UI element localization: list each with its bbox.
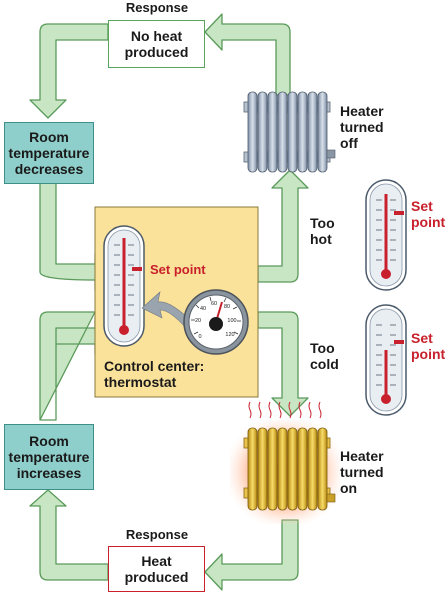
room-temp-decreases-box: Room temperature decreases: [4, 122, 94, 184]
too-cold-line-1: Too: [310, 340, 335, 356]
no-heat-produced-box: No heat produced: [108, 20, 205, 68]
too-hot-label: Too hot: [310, 215, 335, 247]
too-hot-line-1: Too: [310, 215, 335, 231]
no-heat-produced-text: No heat produced: [124, 28, 189, 60]
dial-tick-80: 80: [224, 304, 230, 310]
heater-off-line-1: Heater: [340, 103, 384, 119]
set-point-marker-hot: [394, 211, 404, 215]
dial-tick-0: 0: [198, 334, 201, 340]
control-center-label: Control center: thermostat: [104, 358, 204, 390]
too-cold-label: Too cold: [310, 340, 339, 372]
set-point-right-1-line-1: Set: [411, 198, 433, 214]
arrow-heater-off-to-no-heat: [204, 13, 291, 96]
set-point-right-2-line-1: Set: [411, 330, 433, 346]
thermometer-too-cold: [365, 304, 407, 416]
arrow-heater-on-to-heat: [204, 519, 299, 591]
heater-on-radiator: [230, 401, 340, 524]
dial-tick-60: 60: [211, 301, 217, 307]
response-bottom-label: Response: [125, 527, 189, 542]
set-point-center-label: Set point: [150, 262, 206, 277]
heater-on-label: Heater turned on: [340, 448, 384, 496]
heater-on-line-2: turned: [340, 464, 384, 480]
room-temp-increases-text: Room temperature increases: [8, 433, 90, 481]
set-point-marker-cold: [394, 340, 404, 344]
dial-tick-120: 120: [225, 332, 234, 338]
heater-off-line-2: turned: [340, 119, 384, 135]
heater-off-radiator: [243, 91, 336, 173]
heater-on-line-3: on: [340, 480, 358, 496]
thermometer-too-hot: [365, 179, 407, 291]
arrow-control-to-heater-off: [257, 169, 309, 283]
set-point-right-1-line-2: point: [411, 214, 446, 230]
dial-tick-20: 20: [195, 318, 201, 324]
arrow-heat-to-increases: [29, 489, 109, 581]
room-temp-decreases-text: Room temperature decreases: [8, 129, 90, 177]
arrow-control-to-heater-on: [257, 311, 309, 417]
heater-on-line-1: Heater: [340, 448, 384, 464]
dial-tick-100: 100: [227, 318, 236, 324]
arrow-no-heat-to-decreases: [29, 23, 109, 119]
too-cold-line-2: cold: [310, 356, 339, 372]
dial-to-thermometer-arrow: [141, 291, 193, 329]
dial-tick-40: 40: [200, 306, 206, 312]
too-hot-line-2: hot: [310, 231, 332, 247]
set-point-right-2-line-2: point: [411, 346, 446, 362]
heat-produced-box: Heat produced: [108, 546, 205, 592]
thermostat-dial: [183, 289, 249, 355]
heat-produced-text: Heat produced: [124, 553, 189, 585]
heater-off-label: Heater turned off: [340, 103, 384, 151]
set-point-right-2-label: Set point: [411, 330, 445, 362]
dial-tick-labels: 0 20 40 60 80 100 120: [195, 301, 237, 340]
set-point-right-1-label: Set point: [411, 198, 445, 230]
response-top-label: Response: [125, 0, 189, 15]
control-center-line-2: thermostat: [104, 374, 177, 390]
set-point-marker: [132, 267, 142, 271]
center-thermometer: [103, 225, 145, 347]
control-center-line-1: Control center:: [104, 358, 205, 374]
heater-off-line-3: off: [340, 135, 358, 151]
room-temp-increases-box: Room temperature increases: [4, 424, 94, 490]
